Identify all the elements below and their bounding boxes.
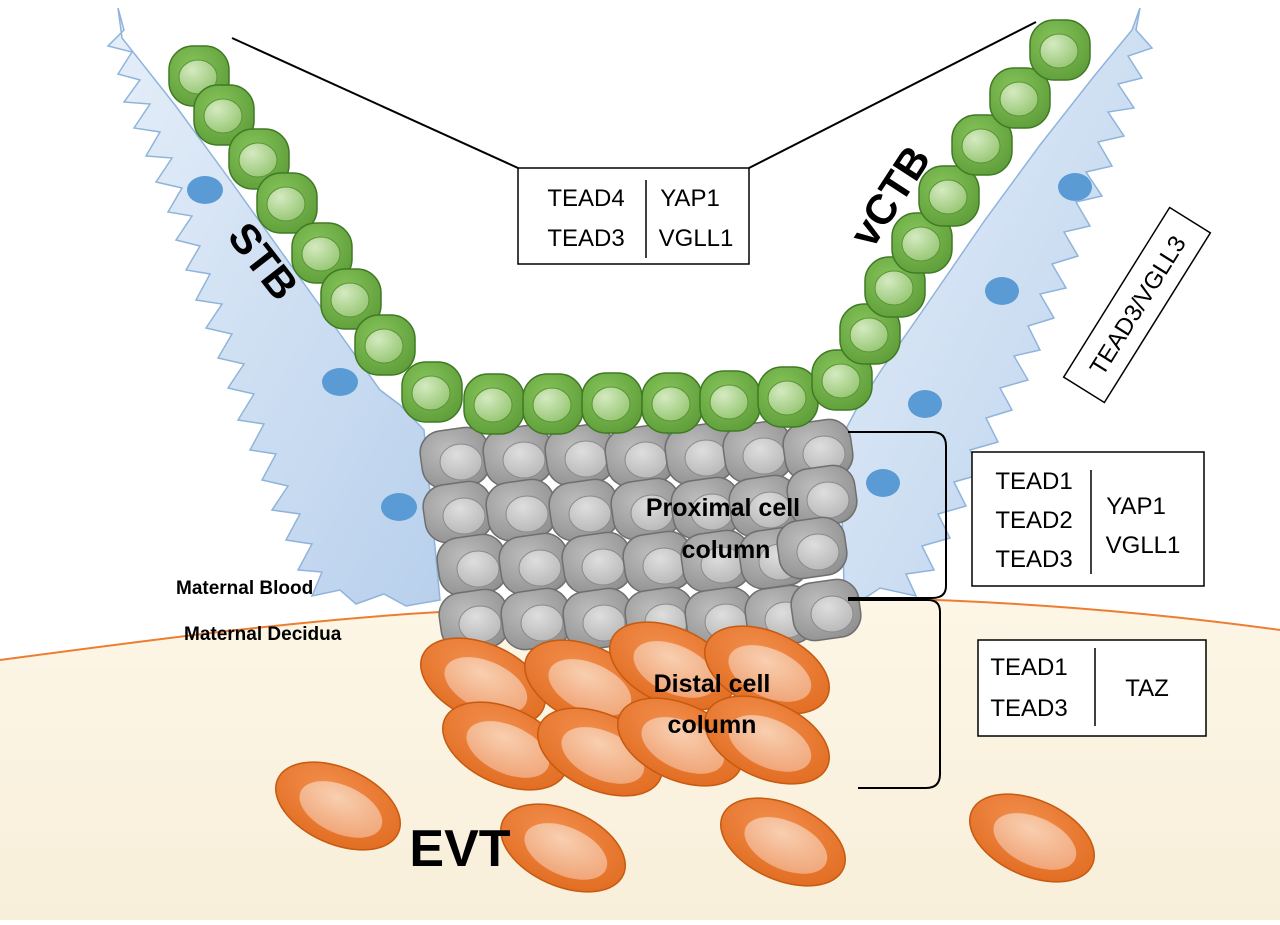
evt-cell (275, 761, 401, 851)
vctb-cell (989, 67, 1051, 129)
column-cell (790, 578, 862, 642)
distal-column-cell (704, 695, 830, 785)
vctb-cell-layer (168, 19, 1091, 435)
proximal-factor-box: TEAD1 TEAD2 TEAD3 YAP1 VGLL1 (971, 451, 1205, 587)
vctb-cell (401, 361, 463, 423)
vctb-cell (291, 222, 353, 284)
vctb-cell (354, 314, 416, 376)
stb-box-text: TEAD3/VGLL3 (1085, 231, 1192, 380)
vctb-cell (256, 172, 318, 234)
proximal-box-right-2: VGLL1 (1106, 532, 1181, 559)
vctb-callout-line-left (231, 37, 519, 169)
proximal-box-left-2: TEAD2 (995, 507, 1072, 534)
distal-column-label-2: column (668, 711, 757, 739)
evt-cell (720, 797, 846, 887)
distal-box-left-1: TEAD1 (990, 654, 1067, 681)
evt-cell (969, 793, 1095, 883)
vctb-cell (320, 268, 382, 330)
vctb-cell (839, 303, 901, 365)
proximal-cell-column (419, 418, 862, 652)
column-cell (728, 474, 800, 538)
maternal-blood-label: Maternal Blood (176, 578, 313, 599)
column-cell (438, 588, 510, 652)
stb-nuclei (187, 173, 1092, 521)
column-cell (498, 532, 570, 596)
column-cell (436, 533, 508, 597)
vctb-cell (193, 84, 255, 146)
distal-column-bracket (848, 599, 941, 789)
vctb-cell (641, 372, 703, 434)
stb-nucleus (381, 493, 417, 521)
column-cell (776, 516, 848, 580)
stb-factor-box: TEAD3/VGLL3 (1062, 206, 1212, 404)
stb-nucleus (322, 368, 358, 396)
proximal-column-label-2: column (682, 536, 771, 564)
vctb-cell (951, 114, 1013, 176)
vctb-cell (463, 373, 525, 435)
stb-nucleus (1058, 173, 1092, 201)
distal-box-right-1: TAZ (1125, 675, 1169, 702)
vctb-callout-line-right (748, 21, 1037, 169)
vctb-cell (811, 349, 873, 411)
column-cell (786, 464, 858, 528)
vctb-box-right-2: VGLL1 (659, 225, 734, 252)
vctb-cell (699, 370, 761, 432)
column-cell (604, 424, 676, 488)
distal-box-left-2: TEAD3 (990, 695, 1067, 722)
vctb-box-right-1: YAP1 (660, 185, 720, 212)
column-cell (561, 531, 633, 595)
column-cell (664, 422, 736, 486)
column-cell (500, 587, 572, 651)
stb-nucleus (187, 176, 223, 204)
vctb-cell (918, 165, 980, 227)
column-cell (610, 477, 682, 541)
column-cell (485, 478, 557, 542)
distal-column-cell (524, 639, 650, 729)
column-cell (482, 424, 554, 488)
distal-factor-box: TEAD1 TEAD3 TAZ (977, 639, 1207, 737)
stb-nucleus (866, 469, 900, 497)
column-cell (419, 426, 491, 490)
distal-cell-column-and-evt (275, 621, 1095, 893)
vctb-box-left-2: TEAD3 (547, 225, 624, 252)
column-cell (548, 478, 620, 542)
distal-column-cell (704, 625, 830, 715)
vctb-cell (757, 366, 819, 428)
evt-label: EVT (409, 820, 510, 878)
vctb-cell (1029, 19, 1091, 81)
stb-nucleus (908, 390, 942, 418)
distal-column-label-1: Distal cell (654, 670, 771, 698)
proximal-box-left-3: TEAD3 (995, 546, 1072, 573)
vctb-box-left-1: TEAD4 (547, 185, 624, 212)
proximal-column-bracket (848, 431, 947, 599)
maternal-decidua-label: Maternal Decidua (184, 624, 342, 645)
proximal-box-right-1: YAP1 (1106, 493, 1166, 520)
stb-layer-left (106, 7, 441, 607)
vctb-factor-box: TEAD4 TEAD3 YAP1 VGLL1 (517, 167, 750, 265)
distal-column-cell (442, 701, 568, 791)
stb-nucleus (985, 277, 1019, 305)
column-cell (622, 530, 694, 594)
vctb-cell (581, 372, 643, 434)
vctb-cell (522, 373, 584, 435)
proximal-column-label-1: Proximal cell (646, 494, 800, 522)
proximal-box-left-1: TEAD1 (995, 468, 1072, 495)
evt-cell (500, 803, 626, 893)
distal-column-cell (609, 621, 735, 711)
